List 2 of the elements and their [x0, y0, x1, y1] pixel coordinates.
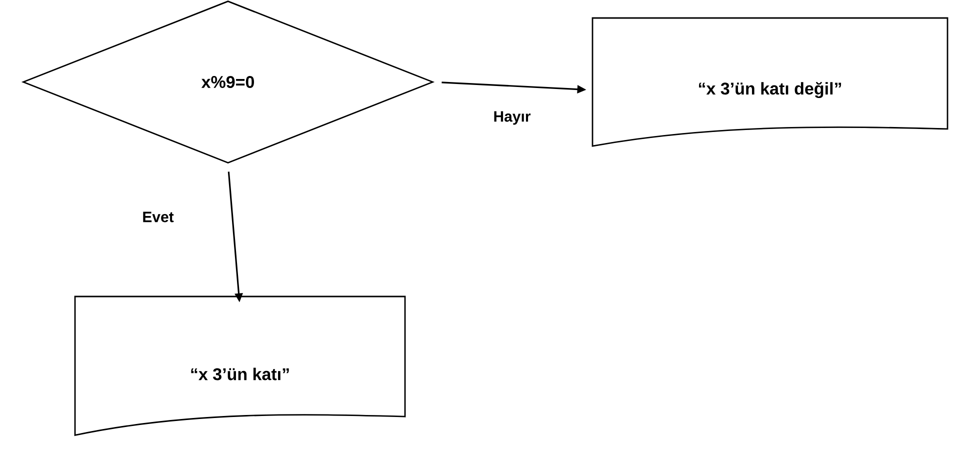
edge-label: Evet — [141, 210, 175, 224]
edge-label: Hayır — [492, 110, 532, 126]
